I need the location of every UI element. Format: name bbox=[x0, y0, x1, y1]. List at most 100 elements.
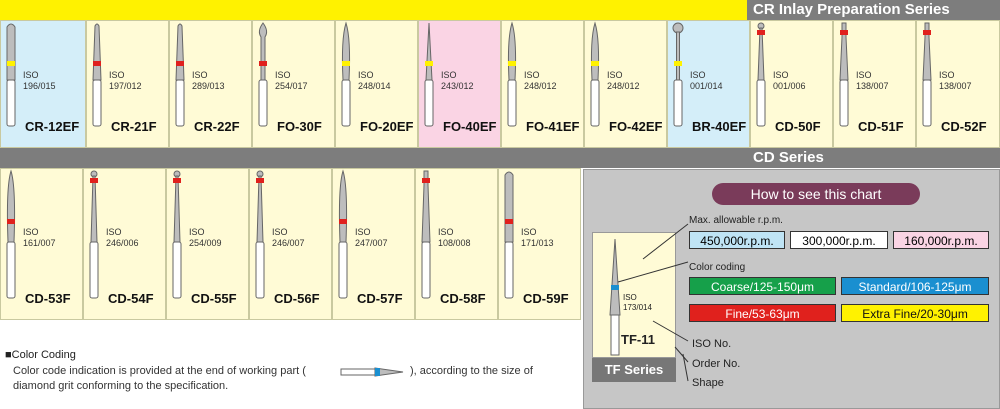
iso-value: 254/009 bbox=[189, 238, 222, 248]
bur-drawing bbox=[258, 22, 268, 127]
order-code: CR-22F bbox=[194, 119, 240, 134]
iso-value: 248/014 bbox=[358, 81, 391, 91]
legend-line1a: Color code indication is provided at the… bbox=[13, 365, 306, 377]
iso-value: 289/013 bbox=[192, 81, 225, 91]
order-code: CR-21F bbox=[111, 119, 157, 134]
bur-drawing bbox=[504, 171, 514, 299]
legend-title: ■Color Coding bbox=[5, 349, 76, 361]
iso-label: ISO bbox=[690, 70, 706, 80]
bur-drawing bbox=[175, 23, 185, 127]
iso-no-label: ISO No. bbox=[692, 338, 732, 350]
tf-series-label: TF Series bbox=[592, 358, 676, 382]
max-rpm-label: Max. allowable r.p.m. bbox=[689, 215, 783, 226]
iso-value: 108/008 bbox=[438, 238, 471, 248]
grit-box-1: Coarse/125-150μm bbox=[689, 277, 836, 295]
color-coding-label: Color coding bbox=[689, 262, 746, 273]
bur-drawing bbox=[756, 22, 766, 127]
iso-label: ISO bbox=[939, 70, 955, 80]
order-code: CD-54F bbox=[108, 291, 154, 306]
grit-box-4: Extra Fine/20-30μm bbox=[841, 304, 989, 322]
rpm-box-2: 300,000r.p.m. bbox=[790, 231, 888, 249]
order-code: CD-50F bbox=[775, 119, 821, 134]
legend-bur-icon bbox=[340, 367, 404, 377]
tf-bur-drawing bbox=[609, 238, 621, 356]
iso-value: 138/007 bbox=[856, 81, 889, 91]
order-code: CD-59F bbox=[523, 291, 569, 306]
iso-label: ISO bbox=[23, 227, 39, 237]
bur-drawing bbox=[89, 170, 99, 299]
order-code: CD-56F bbox=[274, 291, 320, 306]
order-code: FO-42EF bbox=[609, 119, 663, 134]
order-code: FO-40EF bbox=[443, 119, 497, 134]
iso-value: 196/015 bbox=[23, 81, 56, 91]
bur-drawing bbox=[338, 169, 348, 299]
bur-drawing bbox=[672, 22, 684, 127]
bur-drawing bbox=[341, 21, 351, 127]
bur-drawing bbox=[92, 23, 102, 127]
tf-iso-label: ISO bbox=[623, 293, 637, 302]
order-code: CD-55F bbox=[191, 291, 237, 306]
iso-label: ISO bbox=[607, 70, 623, 80]
iso-label: ISO bbox=[856, 70, 872, 80]
bur-drawing bbox=[172, 170, 182, 299]
rpm-box-1: 450,000r.p.m. bbox=[689, 231, 785, 249]
rpm-box-3: 160,000r.p.m. bbox=[893, 231, 989, 249]
iso-value: 001/006 bbox=[773, 81, 806, 91]
iso-label: ISO bbox=[189, 227, 205, 237]
iso-label: ISO bbox=[23, 70, 39, 80]
grit-box-3: Fine/53-63μm bbox=[689, 304, 836, 322]
order-code: CD-53F bbox=[25, 291, 71, 306]
shape-label: Shape bbox=[692, 377, 724, 389]
bur-drawing bbox=[255, 170, 265, 299]
iso-label: ISO bbox=[275, 70, 291, 80]
iso-label: ISO bbox=[355, 227, 371, 237]
iso-label: ISO bbox=[524, 70, 540, 80]
iso-value: 138/007 bbox=[939, 81, 972, 91]
iso-value: 171/013 bbox=[521, 238, 554, 248]
iso-label: ISO bbox=[272, 227, 288, 237]
order-code: BR-40EF bbox=[692, 119, 747, 134]
grit-box-2: Standard/106-125μm bbox=[841, 277, 989, 295]
iso-label: ISO bbox=[441, 70, 457, 80]
legend-line1b: ), according to the size of bbox=[410, 365, 533, 377]
iso-value: 243/012 bbox=[441, 81, 474, 91]
legend-line2: diamond grit conforming to the specifica… bbox=[13, 380, 229, 392]
iso-value: 248/012 bbox=[524, 81, 557, 91]
bur-drawing bbox=[6, 23, 16, 127]
tf-order-code: TF-11 bbox=[621, 332, 655, 347]
iso-value: 197/012 bbox=[109, 81, 142, 91]
iso-label: ISO bbox=[106, 227, 122, 237]
iso-value: 254/017 bbox=[275, 81, 308, 91]
bur-drawing bbox=[922, 22, 932, 127]
iso-value: 001/014 bbox=[690, 81, 723, 91]
chart-guide-title: How to see this chart bbox=[712, 183, 920, 205]
iso-value: 246/007 bbox=[272, 238, 305, 248]
iso-value: 248/012 bbox=[607, 81, 640, 91]
tf-example-card: ISO 173/014 TF-11 bbox=[592, 232, 676, 358]
series-label-cd: CD Series bbox=[747, 148, 1000, 168]
chart-pointer-lines bbox=[617, 223, 689, 382]
iso-label: ISO bbox=[109, 70, 125, 80]
iso-value: 161/007 bbox=[23, 238, 56, 248]
bur-drawing bbox=[590, 21, 600, 127]
order-code: CD-51F bbox=[858, 119, 904, 134]
bur-drawing bbox=[839, 22, 849, 127]
bur-drawing bbox=[6, 169, 16, 299]
bur-drawing bbox=[421, 170, 431, 299]
